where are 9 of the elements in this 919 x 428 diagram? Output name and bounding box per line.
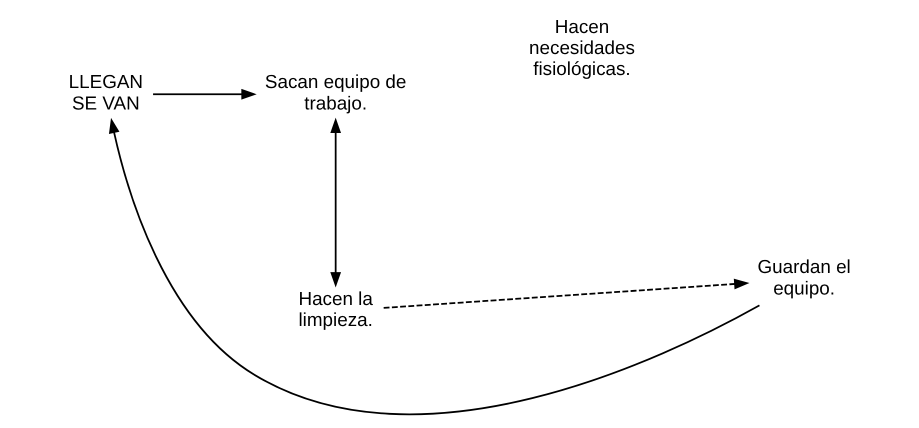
arrow: [383, 278, 749, 309]
arrow: [108, 118, 760, 415]
node-text: Sacan equipo de trabajo.: [264, 71, 406, 114]
arrow: [330, 118, 341, 288]
node-text: LLEGAN SE VAN: [68, 71, 143, 114]
node-text: Guardan el equipo.: [757, 256, 850, 298]
arrow: [152, 88, 256, 100]
label: Hacen necesidades fisiológicas.: [528, 16, 634, 80]
node-text: Hacen la limpieza.: [298, 288, 372, 330]
